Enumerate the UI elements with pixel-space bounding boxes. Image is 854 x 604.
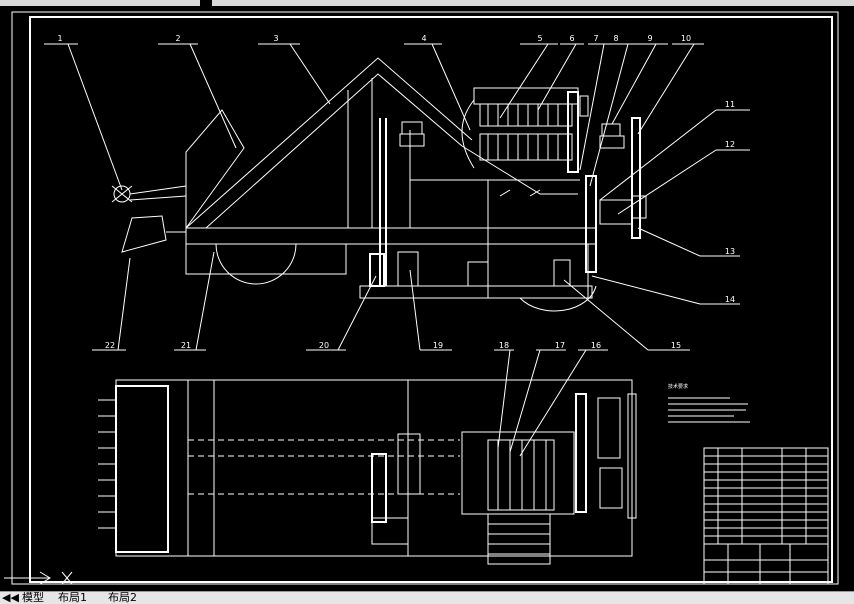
side-chain: [631, 117, 641, 239]
tab-model[interactable]: 模型: [22, 591, 44, 604]
part-label-1: 1: [57, 34, 62, 43]
part-label-10: 10: [681, 34, 691, 43]
wheel-left: [215, 243, 297, 285]
triangle-frame-inner: [205, 73, 463, 229]
hopper: [185, 109, 245, 229]
part-label-9: 9: [647, 34, 652, 43]
part-label-15: 15: [671, 341, 681, 350]
top-cutter: [461, 431, 575, 515]
top-view-body: [115, 379, 633, 557]
chassis-beam: [185, 227, 597, 245]
part-label-7: 7: [593, 34, 598, 43]
front-view: [44, 43, 750, 351]
part-label-16: 16: [591, 341, 601, 350]
part-label-21: 21: [181, 341, 191, 350]
ucs-icon: [4, 571, 73, 585]
layout-tab-bar: ◀◀ 模型 布局1 布局2: [0, 591, 854, 604]
lower-body: [185, 243, 347, 275]
technical-notes: 技术要求: [668, 383, 750, 423]
part-label-19: 19: [433, 341, 443, 350]
part-label-8: 8: [613, 34, 618, 43]
outer-frame: [11, 11, 839, 585]
part-label-5: 5: [537, 34, 542, 43]
notes-title: 技术要求: [668, 383, 688, 390]
lower-frame: [359, 285, 593, 299]
part-label-4: 4: [421, 34, 426, 43]
top-view: [98, 349, 637, 565]
part-label-14: 14: [725, 295, 735, 304]
part-label-13: 13: [725, 247, 735, 256]
nozzle: [121, 215, 167, 253]
part-label-12: 12: [725, 140, 735, 149]
part-label-11: 11: [725, 100, 735, 109]
window-top-border: [0, 0, 854, 6]
part-label-3: 3: [273, 34, 278, 43]
cutter-top: [473, 87, 579, 105]
tab-nav-arrows[interactable]: ◀◀: [2, 591, 19, 604]
inner-frame: [29, 16, 833, 583]
title-block: [703, 447, 829, 585]
part-label-20: 20: [319, 341, 329, 350]
cad-drawing-canvas[interactable]: 技术要求 1 2 3 4 5 6: [0, 6, 854, 591]
part-label-22: 22: [105, 341, 115, 350]
wheel-right: [519, 285, 597, 312]
part-label-18: 18: [499, 341, 509, 350]
part-label-6: 6: [569, 34, 574, 43]
triangle-frame-outer: [185, 57, 473, 229]
motor-housing: [487, 243, 589, 299]
tab-layout-2[interactable]: 布局2: [108, 591, 137, 604]
tab-layout-1[interactable]: 布局1: [58, 591, 87, 604]
part-labels: 1 2 3 4 5 6 7 8 9 10 11 12 13 14 15 19 2…: [57, 34, 735, 350]
part-label-17: 17: [555, 341, 565, 350]
part-label-2: 2: [175, 34, 180, 43]
